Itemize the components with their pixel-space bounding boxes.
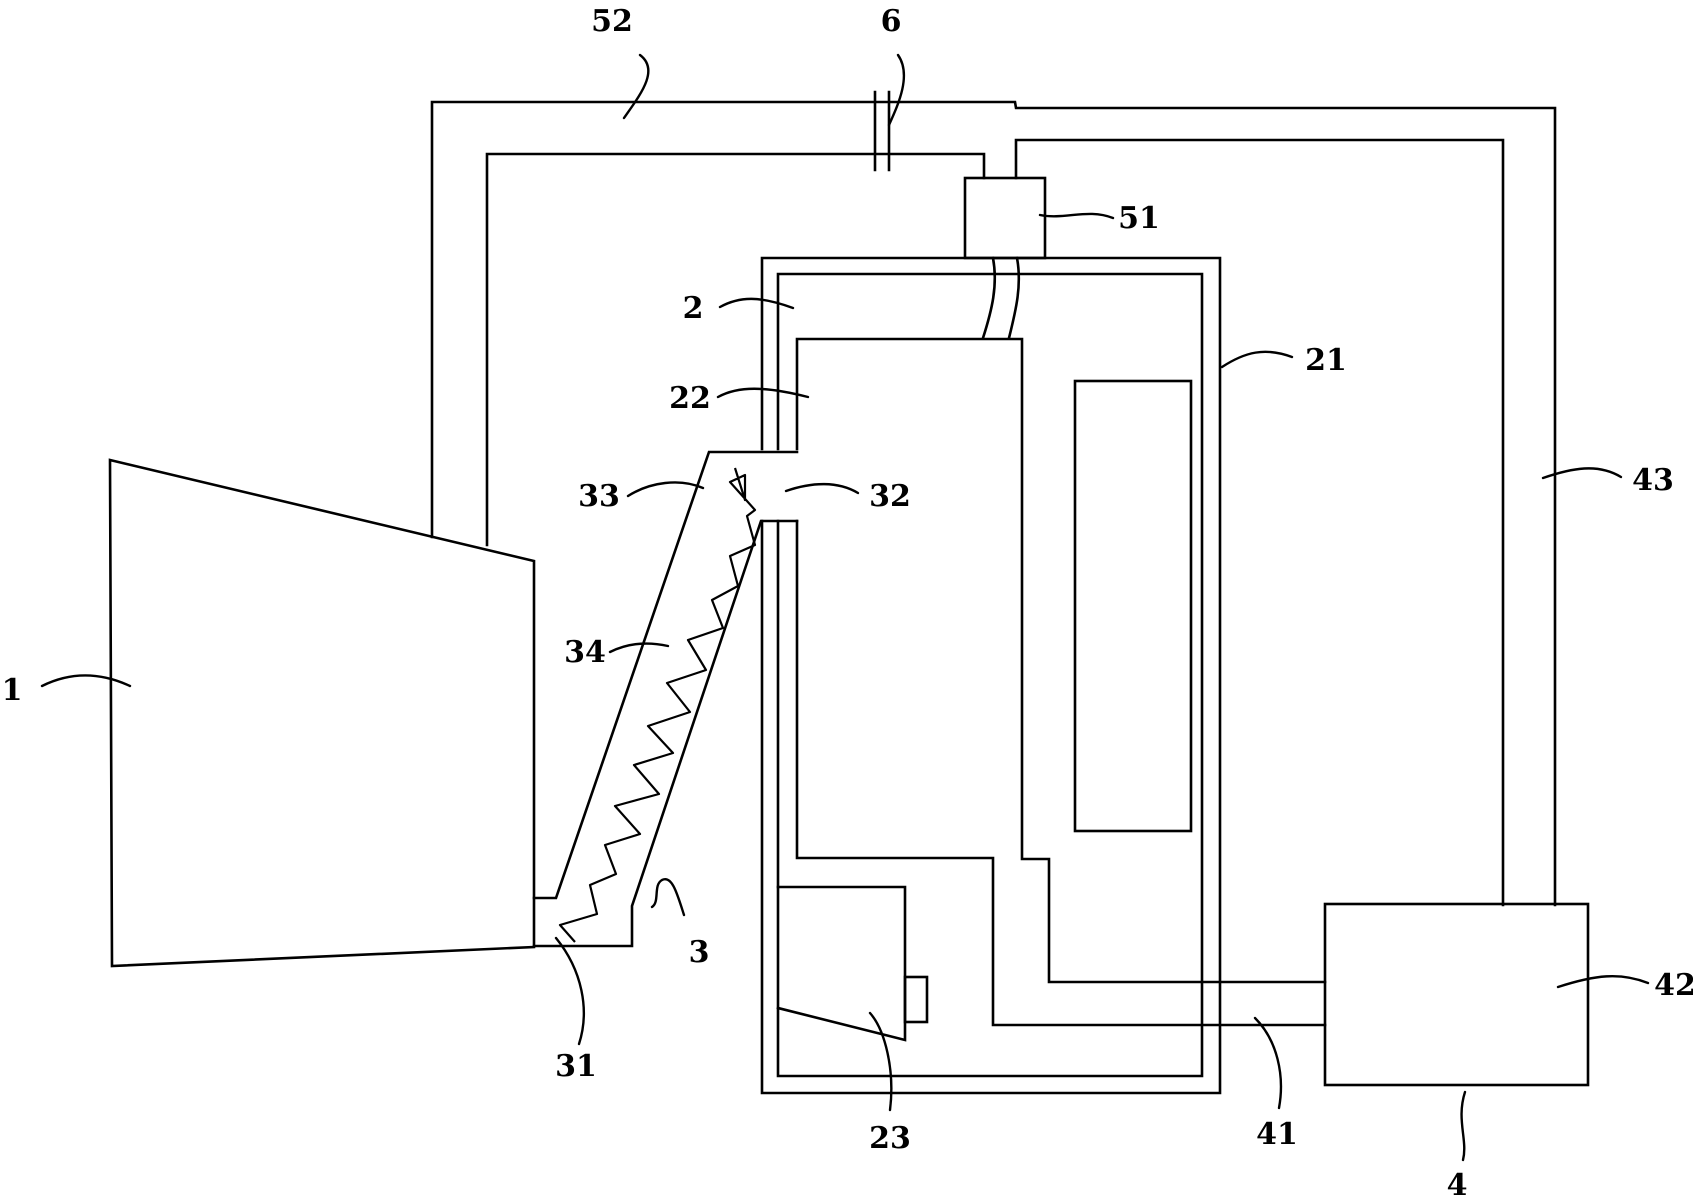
label-33: 33 — [578, 479, 620, 514]
leader-6 — [887, 53, 906, 127]
label-6: 6 — [881, 4, 902, 39]
reference-labels: 52 6 51 2 21 22 33 32 43 34 1 3 31 42 23… — [2, 4, 1693, 1200]
label-3: 3 — [689, 935, 710, 970]
leader-41 — [1253, 1016, 1283, 1110]
leader-42 — [1556, 975, 1650, 989]
component-23-box — [776, 885, 929, 1042]
leader-21 — [1220, 350, 1294, 369]
label-41: 41 — [1256, 1117, 1298, 1152]
label-34: 34 — [564, 635, 606, 670]
leader-23 — [868, 1011, 893, 1112]
label-32: 32 — [869, 479, 911, 514]
label-31: 31 — [555, 1049, 597, 1084]
conveyor-3 — [532, 450, 799, 948]
leader-43 — [1541, 467, 1623, 480]
duct-52 — [430, 100, 1557, 907]
label-51: 51 — [1118, 201, 1160, 236]
component-1-body — [108, 458, 536, 968]
label-23: 23 — [869, 1121, 911, 1156]
label-22: 22 — [669, 381, 711, 416]
leader-31 — [554, 936, 585, 1046]
leader-1 — [40, 674, 132, 688]
leader-34 — [608, 642, 670, 654]
leader-51 — [1038, 212, 1115, 220]
component-42-box — [1323, 902, 1590, 1087]
label-21: 21 — [1305, 343, 1347, 378]
leader-32 — [784, 482, 860, 495]
drum-panel — [1073, 379, 1193, 833]
leader-22 — [716, 387, 810, 399]
inner-chamber-22 — [795, 337, 1327, 1027]
leader-52 — [622, 53, 650, 120]
leader-3 — [650, 877, 686, 917]
leader-lines — [40, 53, 1650, 1162]
label-42: 42 — [1654, 968, 1693, 1003]
cabinet-21 — [760, 256, 1222, 1095]
label-43: 43 — [1632, 463, 1674, 498]
leader-2 — [718, 297, 795, 310]
leader-4 — [1460, 1090, 1467, 1162]
label-4: 4 — [1447, 1168, 1468, 1200]
label-2: 2 — [683, 291, 704, 326]
label-1: 1 — [2, 673, 23, 708]
valve-6 — [873, 90, 891, 172]
leader-33 — [626, 481, 705, 498]
label-52: 52 — [591, 4, 633, 39]
